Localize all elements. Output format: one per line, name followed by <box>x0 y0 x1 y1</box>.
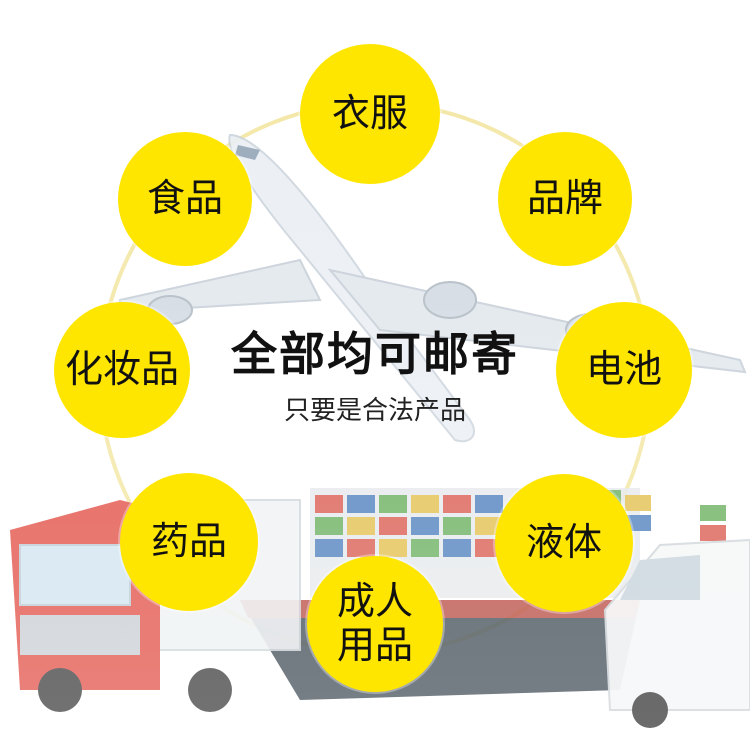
category-label-adult-products: 成人 用品 <box>336 579 413 667</box>
category-label-food: 食品 <box>146 176 223 221</box>
category-bubble-brand: 品牌 <box>498 132 632 266</box>
category-label-liquid: 液体 <box>525 520 602 565</box>
category-bubble-medicine: 药品 <box>120 473 258 611</box>
category-bubble-adult-products: 成人 用品 <box>307 556 443 692</box>
category-bubble-battery: 电池 <box>556 302 692 438</box>
category-label-clothing: 衣服 <box>331 91 408 136</box>
category-label-cosmetics: 化妆品 <box>64 347 179 392</box>
category-label-brand: 品牌 <box>526 176 603 221</box>
category-bubble-clothing: 衣服 <box>300 44 440 184</box>
category-bubble-liquid: 液体 <box>495 474 633 612</box>
category-label-battery: 电池 <box>585 347 662 392</box>
headline-title: 全部均可邮寄 <box>231 327 519 381</box>
headline-subtitle: 只要是合法产品 <box>283 396 466 426</box>
category-bubble-food: 食品 <box>118 132 252 266</box>
category-bubble-cosmetics: 化妆品 <box>54 302 190 438</box>
category-label-medicine: 药品 <box>150 519 227 564</box>
